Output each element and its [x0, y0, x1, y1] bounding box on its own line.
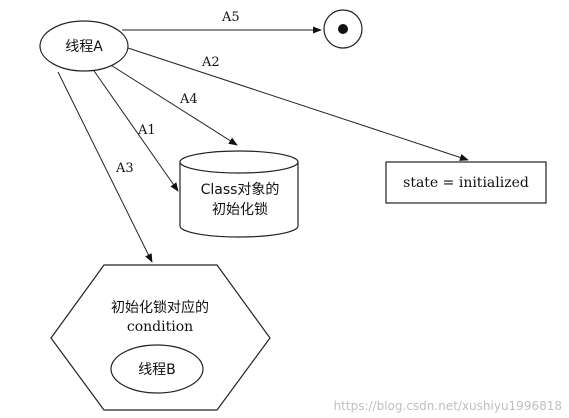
state-box: state = initialized: [385, 161, 547, 204]
thread-a-label: 线程A: [65, 39, 103, 55]
condition-hexagon: 初始化锁对应的 condition 线程B: [50, 264, 271, 411]
class-lock-cylinder: Class对象的 初始化锁: [179, 150, 299, 238]
edge-label-a3: A3: [115, 161, 134, 176]
class-lock-line1: Class对象的: [201, 182, 280, 198]
edge-a1: [91, 67, 179, 192]
condition-line1: 初始化锁对应的: [111, 299, 209, 316]
condition-line2: condition: [127, 319, 193, 335]
edge-a4: [105, 61, 238, 146]
edge-label-a5: A5: [221, 10, 240, 25]
edge-a3: [57, 71, 153, 263]
final-state-node: [323, 9, 363, 49]
edge-label-a4: A4: [179, 92, 198, 107]
thread-a-node: 线程A: [39, 20, 129, 72]
edge-label-a2: A2: [201, 55, 220, 70]
state-box-label: state = initialized: [403, 175, 529, 191]
edges: [57, 26, 469, 263]
final-state-dot: [338, 24, 348, 34]
edge-label-a1: A1: [137, 123, 156, 138]
edge-a2: [127, 47, 469, 161]
watermark: https://blog.csdn.net/xushiyu1996818: [334, 399, 562, 413]
class-lock-line2: 初始化锁: [212, 201, 268, 218]
thread-b-label: 线程B: [138, 362, 176, 378]
